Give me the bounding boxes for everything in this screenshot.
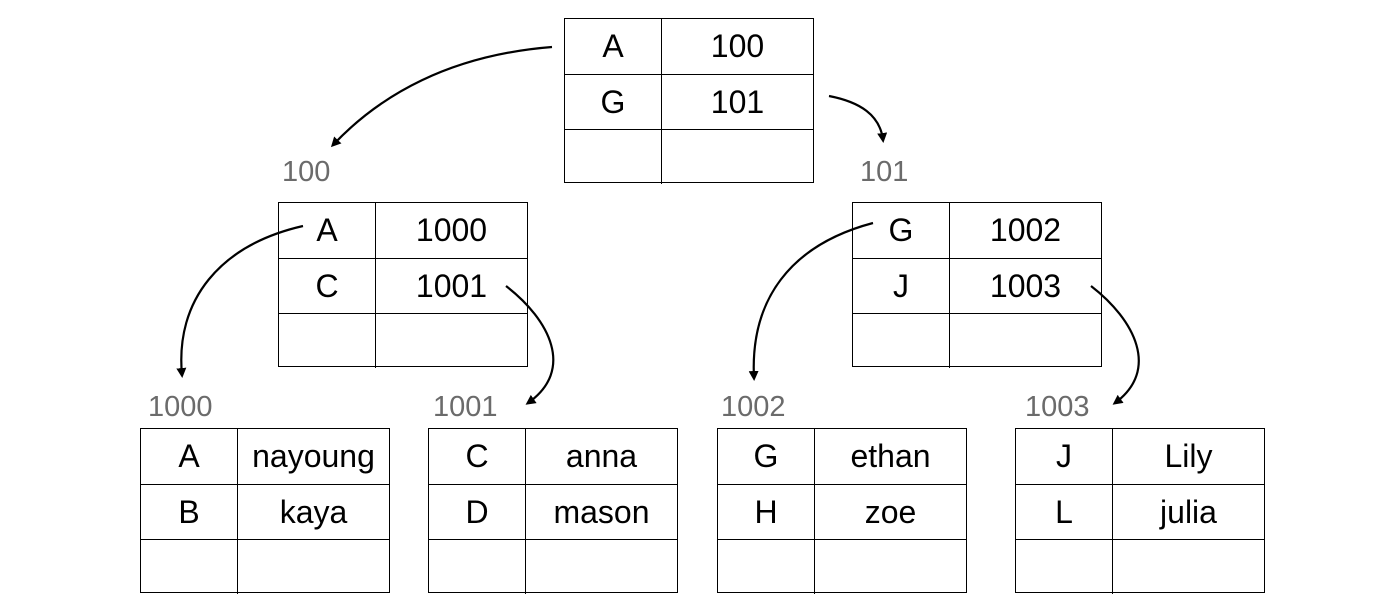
key-cell: G	[718, 429, 815, 484]
record-cell: kaya	[279, 494, 348, 530]
record-cell: julia	[1160, 494, 1217, 530]
internal-node-right: G 1002 J 1003	[852, 202, 1102, 369]
key-cell	[718, 540, 815, 594]
key-cell: C	[279, 259, 376, 313]
record-cell: zoe	[864, 494, 917, 530]
key-cell	[1016, 540, 1113, 594]
page-label-100: 100	[282, 156, 331, 188]
key-cell: A	[141, 429, 238, 484]
key-cell: D	[429, 485, 526, 539]
table-row: A nayoung	[141, 429, 389, 484]
record-cell	[815, 540, 966, 594]
record-cell: ethan	[850, 438, 931, 474]
internal-node-left: A 1000 C 1001	[278, 202, 528, 369]
pointer-cell: 100	[710, 28, 765, 64]
arrow-root-g-to-101	[828, 94, 888, 143]
leaf-node-1001: C anna D mason	[428, 428, 678, 595]
record-cell: Lily	[1164, 438, 1213, 474]
page-label-1002: 1002	[721, 391, 786, 423]
arrow-root-a-to-100	[330, 45, 553, 148]
leaf-node-1003: J Lily L julia	[1015, 428, 1265, 595]
key-cell	[141, 540, 238, 594]
table-row	[429, 539, 677, 595]
key-cell: A	[279, 203, 376, 258]
arrow-100-c-to-1001	[505, 285, 555, 405]
table-row: A 100	[565, 19, 813, 74]
key-cell: H	[718, 485, 815, 539]
key-cell: A	[565, 19, 662, 74]
table-row: A 1000	[279, 203, 527, 258]
leaf-node-1000: A nayoung B kaya	[140, 428, 390, 595]
key-cell: B	[141, 485, 238, 539]
table-row	[718, 539, 966, 595]
table-row: G ethan	[718, 429, 966, 484]
table-row: C 1001	[279, 258, 527, 314]
key-cell	[853, 314, 950, 368]
pointer-cell: 101	[710, 84, 765, 120]
table-row	[279, 313, 527, 369]
table-row: H zoe	[718, 484, 966, 540]
page-label-1003: 1003	[1025, 391, 1090, 423]
table-row: G 1002	[853, 203, 1101, 258]
table-row: G 101	[565, 74, 813, 130]
pointer-cell: 1000	[415, 212, 488, 248]
key-cell	[429, 540, 526, 594]
page-label-1000: 1000	[148, 391, 213, 423]
pointer-cell: 1003	[989, 268, 1062, 304]
leaf-node-1002: G ethan H zoe	[717, 428, 967, 595]
table-row	[565, 129, 813, 185]
key-cell: J	[1016, 429, 1113, 484]
record-cell: nayoung	[252, 438, 375, 474]
table-row: C anna	[429, 429, 677, 484]
arrow-101-g-to-1002	[748, 221, 874, 381]
record-cell	[238, 540, 389, 594]
key-cell: L	[1016, 485, 1113, 539]
key-cell: J	[853, 259, 950, 313]
pointer-cell	[376, 314, 527, 368]
pointer-cell: 1002	[989, 212, 1062, 248]
table-row: B kaya	[141, 484, 389, 540]
table-row: D mason	[429, 484, 677, 540]
record-cell: mason	[553, 494, 650, 530]
root-node: A 100 G 101	[564, 18, 814, 185]
record-cell	[526, 540, 677, 594]
key-cell: G	[853, 203, 950, 258]
arrow-100-a-to-1000	[176, 224, 304, 378]
table-row	[1016, 539, 1264, 595]
key-cell	[565, 130, 662, 184]
table-row	[141, 539, 389, 595]
key-cell: G	[565, 75, 662, 129]
record-cell	[1113, 540, 1264, 594]
page-label-101: 101	[860, 156, 909, 188]
key-cell	[279, 314, 376, 368]
pointer-cell: 1001	[415, 268, 488, 304]
key-cell: C	[429, 429, 526, 484]
table-row: J 1003	[853, 258, 1101, 314]
page-label-1001: 1001	[433, 391, 498, 423]
pointer-cell	[950, 314, 1101, 368]
table-row: L julia	[1016, 484, 1264, 540]
pointer-cell	[662, 130, 813, 184]
record-cell: anna	[565, 438, 638, 474]
table-row	[853, 313, 1101, 369]
table-row: J Lily	[1016, 429, 1264, 484]
arrow-101-j-to-1003	[1090, 285, 1140, 405]
